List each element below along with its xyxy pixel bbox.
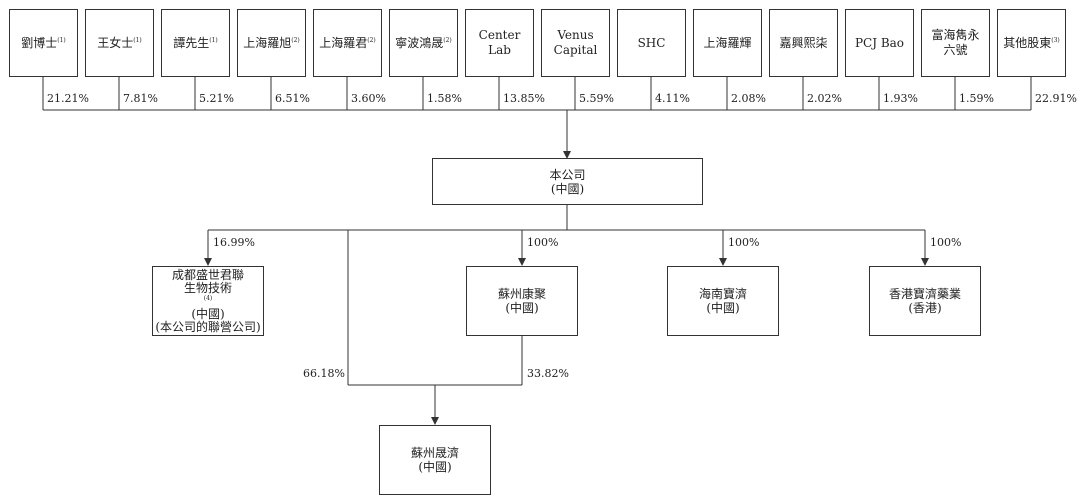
shareholder-name: SHC xyxy=(637,35,666,50)
pct-hongkong: 100% xyxy=(930,236,962,249)
shareholder-name: PCJ Bao xyxy=(854,35,905,50)
shareholder-name: Center Lab xyxy=(478,28,521,57)
shareholding-pct-center-lab: 13.85% xyxy=(503,92,545,105)
suzhou-shengji-box: 蘇州晟濟 (中國) xyxy=(379,425,491,495)
shareholder-name: 富海雋永六號 xyxy=(931,28,980,57)
shareholding-pct-shc: 4.11% xyxy=(655,92,690,105)
shareholder-name: 劉博士 xyxy=(21,35,58,50)
hongkong-baoji-box: 香港寶濟藥業 (香港) xyxy=(869,266,981,336)
footnote-marker: (1) xyxy=(57,36,66,44)
suzhou-kangju-jurisdiction: (中國) xyxy=(505,301,539,315)
shareholding-pct-shanghai-luojun: 3.60% xyxy=(351,92,386,105)
footnote-marker: (1) xyxy=(133,36,142,44)
shareholding-pct-ms-wang: 7.81% xyxy=(123,92,158,105)
chengdu-name-line2: 生物技術 xyxy=(183,280,232,295)
shareholder-name: 王女士 xyxy=(97,35,134,50)
shareholder-name: 其他股東 xyxy=(1003,35,1052,50)
shareholder-name: 上海羅旭 xyxy=(243,35,292,50)
pct-suzhou-kangju: 100% xyxy=(527,236,559,249)
company-jurisdiction: (中國) xyxy=(550,181,585,196)
shareholder-box-venus-capital: Venus Capital xyxy=(541,9,610,77)
footnote-marker: (4) xyxy=(203,294,213,302)
shareholding-pct-ningbo-hongsheng: 1.58% xyxy=(427,92,462,105)
hainan-baoji-name: 海南寶濟 xyxy=(698,287,747,301)
shareholder-box-ms-wang: 王女士(1) xyxy=(85,9,154,77)
shareholder-box-shc: SHC xyxy=(617,9,686,77)
footnote-marker: (2) xyxy=(443,36,452,44)
pct-shengji-from-company: 66.18% xyxy=(303,367,345,380)
suzhou-shengji-name: 蘇州晟濟 xyxy=(410,446,459,460)
pct-chengdu: 16.99% xyxy=(213,236,255,249)
footnote-marker: (1) xyxy=(209,36,218,44)
shareholder-box-ningbo-hongsheng: 寧波鴻晟(2) xyxy=(389,9,458,77)
chengdu-remark: (本公司的聯營公司) xyxy=(155,319,261,334)
pct-shengji-from-kangju: 33.82% xyxy=(527,367,569,380)
shareholding-pct-venus-capital: 5.59% xyxy=(579,92,614,105)
shareholding-pct-pcj-bao: 1.93% xyxy=(883,92,918,105)
hongkong-baoji-name: 香港寶濟藥業 xyxy=(888,287,961,301)
hongkong-baoji-jurisdiction: (香港) xyxy=(908,301,942,315)
chengdu-associate-box: 成都盛世君聯 生物技術(4) (中國) (本公司的聯營公司) xyxy=(152,266,264,336)
pct-hainan: 100% xyxy=(728,236,760,249)
shareholder-box-dr-liu: 劉博士(1) xyxy=(9,9,78,77)
chengdu-jurisdiction: (中國) xyxy=(191,306,225,321)
shareholder-box-shanghai-luojun: 上海羅君(2) xyxy=(313,9,382,77)
shareholder-name: 上海羅輝 xyxy=(703,35,752,50)
shareholding-pct-fuhai-juanyong: 1.59% xyxy=(959,92,994,105)
suzhou-shengji-jurisdiction: (中國) xyxy=(418,460,452,474)
shareholder-box-shanghai-luohui: 上海羅輝 xyxy=(693,9,762,77)
shareholding-pct-mr-tan: 5.21% xyxy=(199,92,234,105)
shareholder-box-pcj-bao: PCJ Bao xyxy=(845,9,914,77)
shareholder-box-mr-tan: 譚先生(1) xyxy=(161,9,230,77)
footnote-marker: (2) xyxy=(367,36,376,44)
chengdu-name-line1: 成都盛世君聯 xyxy=(171,267,244,282)
shareholder-box-other-shareholders: 其他股東(3) xyxy=(997,9,1066,77)
company-name: 本公司 xyxy=(549,167,586,182)
suzhou-kangju-name: 蘇州康聚 xyxy=(497,287,546,301)
shareholder-box-center-lab: Center Lab xyxy=(465,9,534,77)
company-box: 本公司 (中國) xyxy=(432,158,703,205)
shareholder-name: 譚先生 xyxy=(173,35,210,50)
shareholder-name: 上海羅君 xyxy=(319,35,368,50)
shareholder-name: 嘉興熙柒 xyxy=(779,35,828,50)
shareholder-name: Venus Capital xyxy=(553,28,598,57)
shareholding-pct-dr-liu: 21.21% xyxy=(47,92,89,105)
shareholder-name: 寧波鴻晟 xyxy=(395,35,444,50)
hainan-baoji-box: 海南寶濟 (中國) xyxy=(667,266,779,336)
shareholding-pct-other-shareholders: 22.91% xyxy=(1035,92,1077,105)
footnote-marker: (3) xyxy=(1051,36,1060,44)
shareholder-box-jiaxing-xiqi: 嘉興熙柒 xyxy=(769,9,838,77)
hainan-baoji-jurisdiction: (中國) xyxy=(706,301,740,315)
shareholder-box-fuhai-juanyong: 富海雋永六號 xyxy=(921,9,990,77)
footnote-marker: (2) xyxy=(291,36,300,44)
shareholding-pct-shanghai-luoxu: 6.51% xyxy=(275,92,310,105)
shareholding-pct-jiaxing-xiqi: 2.02% xyxy=(807,92,842,105)
shareholder-box-shanghai-luoxu: 上海羅旭(2) xyxy=(237,9,306,77)
suzhou-kangju-box: 蘇州康聚 (中國) xyxy=(466,266,578,336)
shareholding-pct-shanghai-luohui: 2.08% xyxy=(731,92,766,105)
